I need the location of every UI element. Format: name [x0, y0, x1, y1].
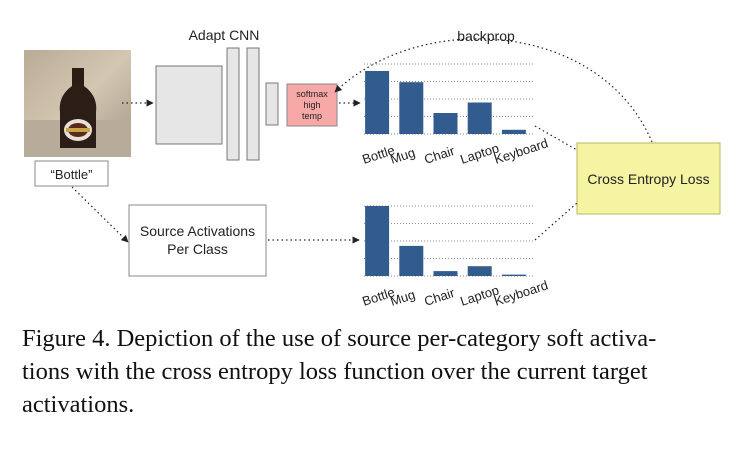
source-activations-box — [128, 204, 267, 277]
caption-line-2: tions with the cross entropy loss functi… — [22, 358, 648, 385]
cross-entropy-loss-box — [576, 142, 721, 215]
bar-keyboard — [501, 274, 526, 276]
bottle-photo — [24, 50, 131, 157]
bar-laptop — [467, 102, 492, 134]
bar-mug — [399, 82, 424, 134]
source-activations-label-1: Source Activations — [140, 223, 255, 239]
adapt-cnn-label: Adapt CNN — [189, 27, 260, 43]
cnn-layer-2 — [226, 47, 240, 161]
cross-entropy-loss-label: Cross Entropy Loss — [587, 171, 709, 187]
bar-bottle — [365, 206, 390, 276]
bar-chair — [433, 113, 458, 134]
source-activations-label-2: Per Class — [167, 241, 228, 257]
tick-label-keyboard: Keyboard — [492, 135, 550, 166]
image-label-box — [34, 160, 109, 187]
image-label: “Bottle” — [51, 167, 93, 182]
cnn-layers — [155, 47, 279, 161]
softmax-label-3: temp — [302, 111, 322, 121]
line-chart2-to-loss — [534, 202, 578, 241]
diagram: “Bottle” Adapt CNN softmax high temp Sou… — [24, 27, 721, 309]
figure-caption: Figure 4. Depiction of the use of source… — [22, 322, 728, 421]
bar-mug — [399, 245, 424, 276]
tick-label-mug: Mug — [388, 145, 417, 167]
bar-laptop — [467, 266, 492, 276]
caption-line-3: activations. — [22, 391, 135, 418]
tick-label-chair: Chair — [422, 143, 457, 167]
bar-chair — [433, 271, 458, 276]
backprop-label: backprop — [457, 28, 515, 44]
softmax-label-1: softmax — [296, 89, 328, 99]
arrow-label-to-source — [71, 186, 129, 243]
softmax-label-2: high — [303, 100, 320, 110]
tick-label-chair: Chair — [422, 285, 457, 309]
bar-keyboard — [501, 129, 526, 134]
tick-label-mug: Mug — [388, 287, 417, 309]
tick-label-keyboard: Keyboard — [492, 277, 550, 308]
connectors — [71, 38, 653, 244]
cnn-layer-4 — [265, 82, 279, 126]
bar-bottle — [365, 71, 390, 134]
cnn-layer-1 — [155, 65, 223, 145]
cnn-layer-3 — [246, 47, 260, 161]
softmax-box — [286, 83, 338, 127]
caption-line-1: Figure 4. Depiction of the use of source… — [22, 325, 657, 352]
